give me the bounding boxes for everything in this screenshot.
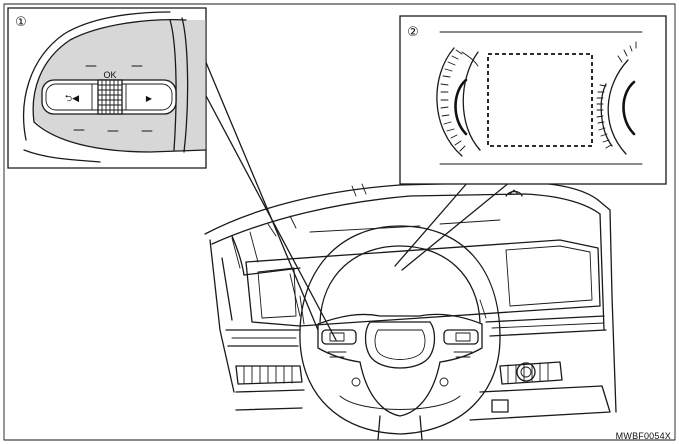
ok-label: OK xyxy=(103,70,116,80)
left-gauge-ticks xyxy=(440,49,466,152)
outer-frame xyxy=(3,3,676,441)
display-area-dashed xyxy=(487,53,593,147)
right-gauge-ticks xyxy=(596,41,637,149)
back-left-glyph: ⮌◀ xyxy=(65,94,79,104)
figure-code: MWBF0054X xyxy=(615,431,671,441)
dashboard xyxy=(204,181,617,421)
callout-two: ② xyxy=(407,25,419,40)
next-right-glyph: ▶ xyxy=(146,94,153,103)
steering-wheel xyxy=(299,225,501,441)
right-spoke-switch xyxy=(443,329,479,345)
left-spoke-switch xyxy=(321,329,357,345)
inset-steering-switch: OK ⮌◀ ▶ ① xyxy=(7,7,207,169)
leader-lines xyxy=(187,59,511,341)
inset-meter-display: ② xyxy=(399,15,667,185)
callout-one: ① xyxy=(15,15,27,30)
